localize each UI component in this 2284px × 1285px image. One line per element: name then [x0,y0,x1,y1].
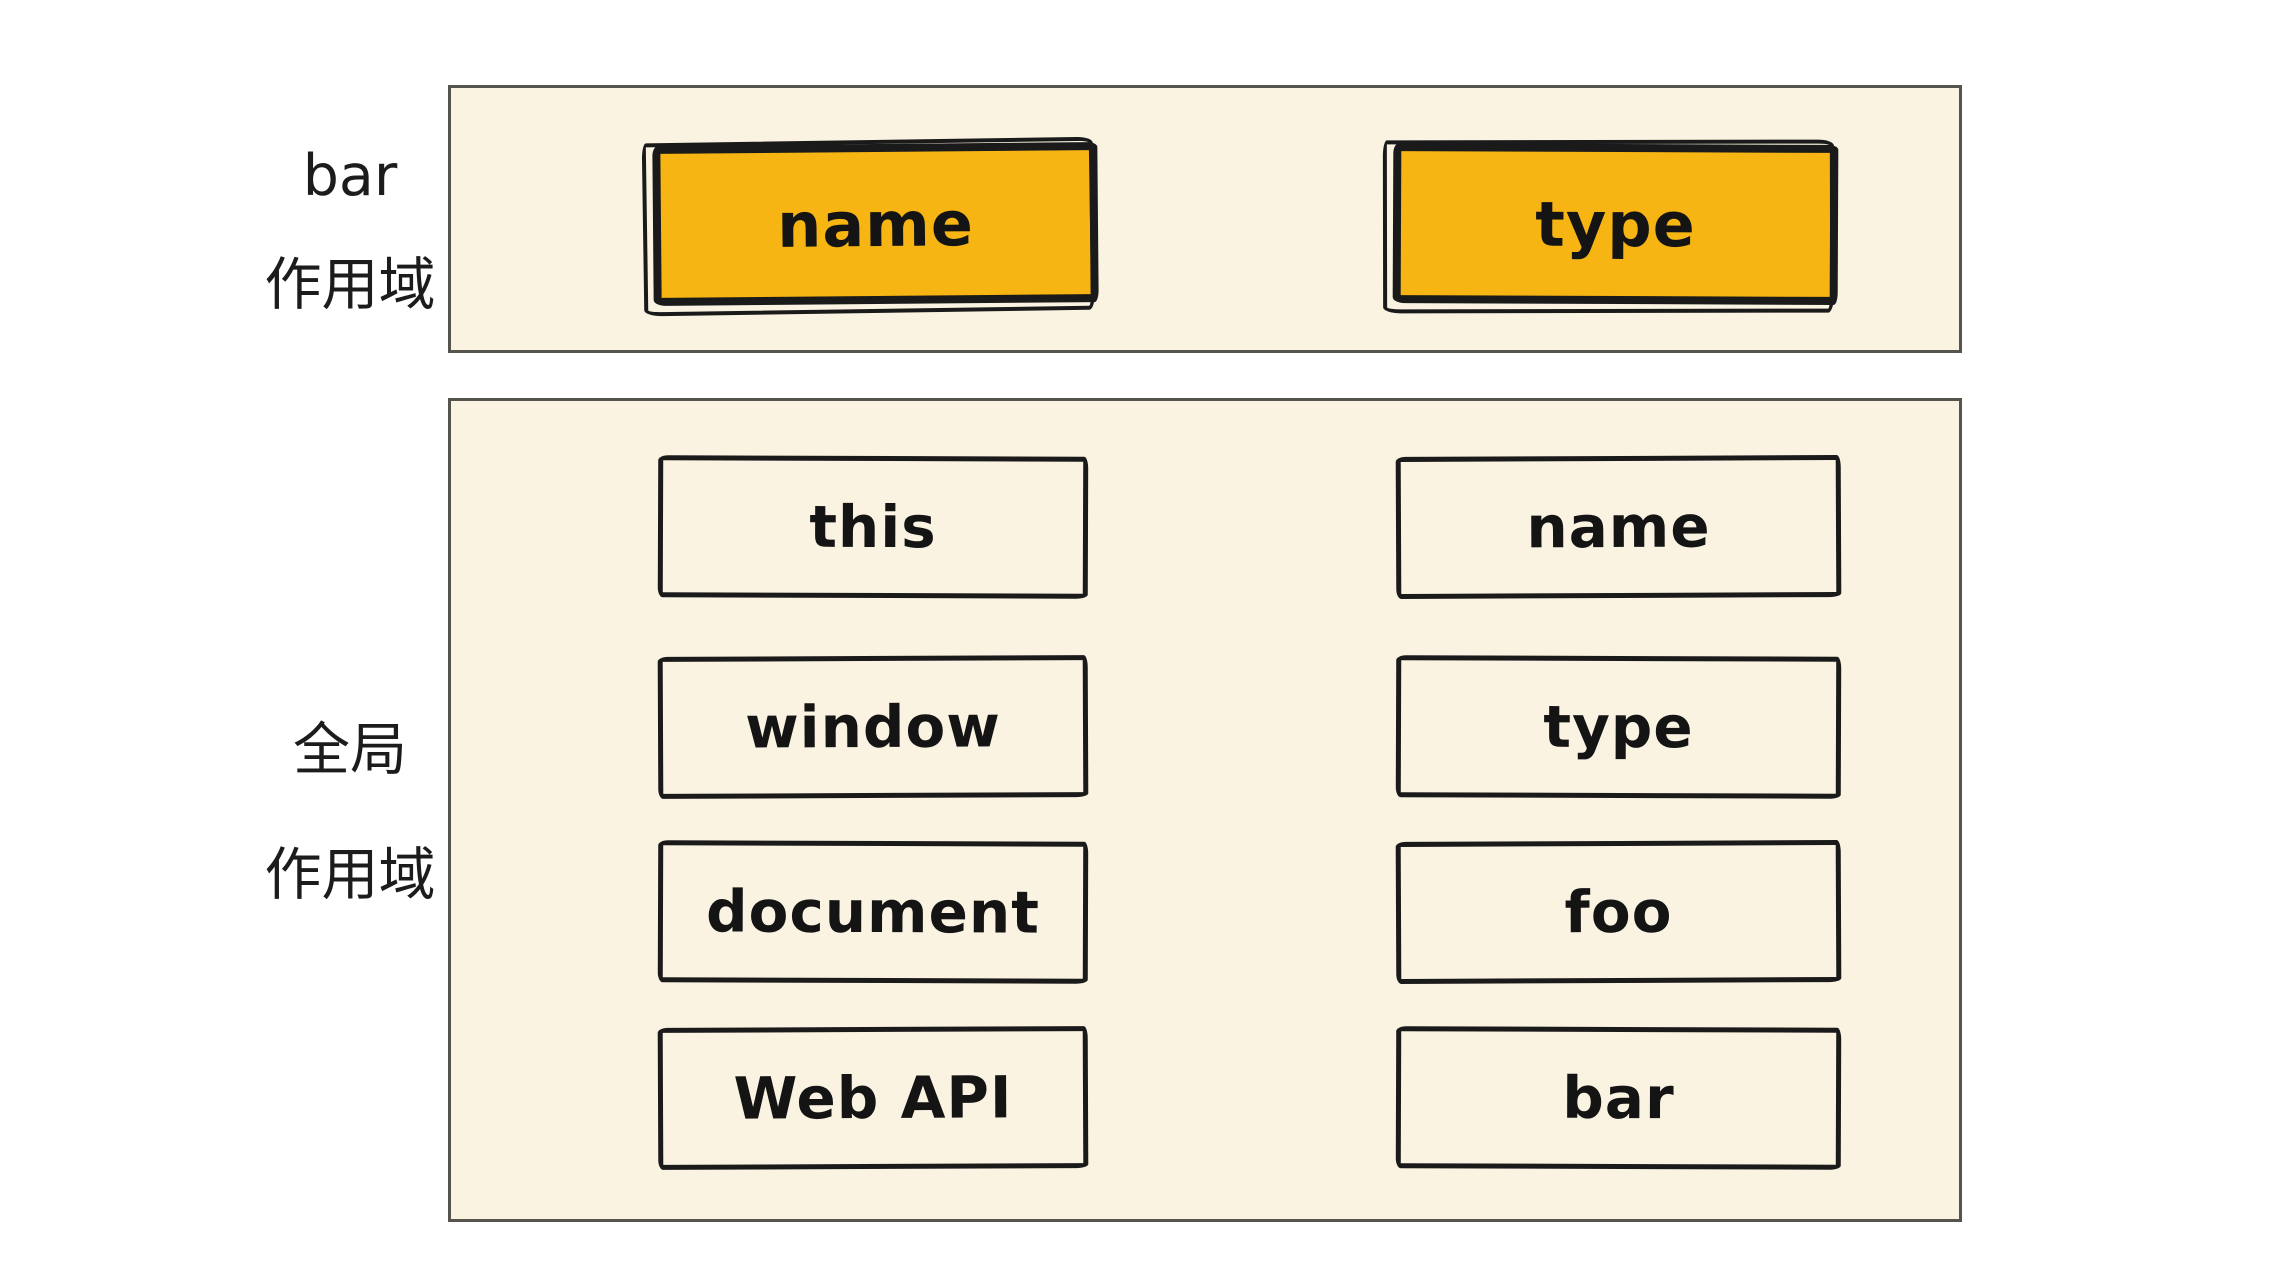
global-scope-label: 全局 作用域 [170,722,530,904]
global-scope-box-window: window [657,655,1089,799]
bar-scope-label: bar 作用域 [170,148,530,314]
bar-scope-label-line2: 作用域 [264,252,436,318]
global-scope-box-document: document [657,840,1089,984]
global-scope-box-foo: foo [1395,840,1842,984]
global-scope-box-name: name [1395,455,1842,599]
global-scope-box-type: type [1395,655,1842,799]
global-scope-label-line2: 作用域 [264,842,436,908]
bar-scope-label-line1: bar [302,143,398,209]
global-scope-box-webapi: Web API [657,1026,1089,1170]
global-scope-panel: this window document Web API name type f… [448,398,1962,1222]
bar-scope-box-type: type [1392,143,1839,305]
bar-scope-panel: name type [448,85,1962,353]
global-scope-box-this: this [657,455,1089,599]
global-scope-label-line1: 全局 [293,717,407,783]
bar-scope-box-name: name [652,142,1099,306]
global-scope-box-bar: bar [1395,1026,1842,1170]
